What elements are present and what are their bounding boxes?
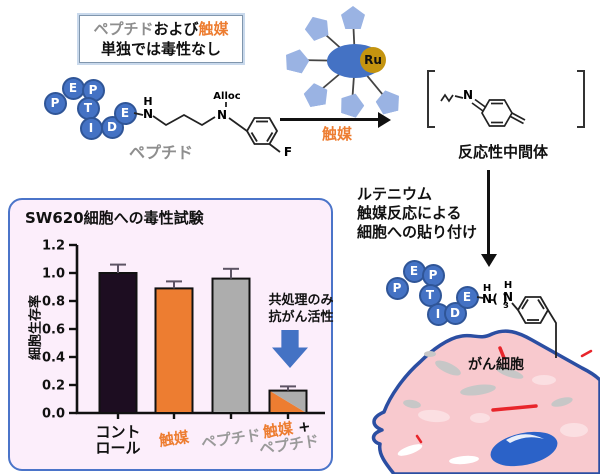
- atom-h: H: [483, 283, 491, 294]
- peptide-bead-e: E: [402, 259, 426, 283]
- y-tick-label: 0.4: [42, 351, 65, 366]
- atom-n: N: [217, 108, 227, 122]
- peptide-bead-e: E: [61, 76, 85, 100]
- note-line1: ペプチドおよび触媒: [93, 19, 228, 39]
- note-catalyst-word: 触媒: [198, 20, 229, 38]
- peptide-bead-e: E: [455, 285, 479, 309]
- peptide-probe-structure: H N Alloc N F: [133, 91, 292, 159]
- bar-split-gray: [269, 390, 307, 413]
- peptide-bead-e: E: [113, 101, 137, 125]
- note-line2: 単独では毒性なし: [100, 40, 221, 58]
- attach-line-2: 触媒反応による: [357, 204, 462, 222]
- x-category-label: コントロール: [95, 423, 141, 457]
- atom-n: N: [463, 88, 473, 102]
- peptide-bead-i: I: [79, 116, 103, 140]
- atom-f: F: [284, 145, 292, 159]
- ru-label: Ru: [364, 53, 382, 67]
- intermediate-caption: 反応性中間体: [457, 143, 548, 161]
- annotation-line-2: 抗がん活性: [268, 310, 334, 325]
- reaction-arrow-head-icon: [378, 112, 391, 128]
- bar-chart: 0.0 0.2 0.4 0.6 0.8 1.0 1.2: [42, 239, 325, 422]
- atom-n: N: [482, 292, 492, 306]
- note-and-word: および: [153, 20, 199, 38]
- y-tick-label: 0.8: [42, 295, 65, 310]
- note-peptide-word: ペプチド: [93, 20, 154, 38]
- y-tick-label: 0.6: [42, 323, 65, 338]
- peptide-bead-p: P: [43, 91, 67, 115]
- ligand-pentagon-icon: [341, 6, 365, 29]
- cell-linker-structure: H N ( ) 3 H N: [476, 280, 557, 358]
- peptide-bead-t: T: [76, 96, 100, 120]
- peptide-bead-p: P: [421, 263, 445, 287]
- y-tick-label: 0.2: [42, 379, 65, 394]
- peptide-bead-p: P: [385, 276, 409, 300]
- chart-title: SW620細胞への毒性試験: [25, 209, 204, 227]
- atom-h: H: [143, 95, 152, 108]
- reaction-arrow: [280, 118, 380, 121]
- cytoplasm-texture: [403, 351, 573, 409]
- y-tick-label: 0.0: [42, 407, 65, 422]
- down-arrow: [487, 170, 490, 254]
- atom-h: H: [504, 280, 512, 291]
- y-tick-label: 1.0: [42, 267, 65, 282]
- no-toxicity-note-box: ペプチドおよび触媒 単独では毒性なし: [77, 13, 245, 65]
- attachment-description: ルテニウム 触媒反応による 細胞への貼り付け: [357, 185, 477, 242]
- bar: [98, 272, 138, 414]
- atom-n: N: [143, 107, 153, 121]
- propyl-parens: ( ): [492, 292, 507, 306]
- peptide-caption: ペプチド: [128, 143, 193, 162]
- chart-annotation: 共処理のみ 抗がん活性: [258, 292, 344, 326]
- down-arrow-head-icon: [481, 254, 497, 267]
- propyl-subscript: 3: [503, 301, 509, 310]
- attach-line-1: ルテニウム: [357, 185, 433, 203]
- catalyst-caption: 触媒: [321, 125, 352, 143]
- reactive-intermediate-structure: N: [427, 70, 585, 128]
- cancer-cell-caption: がん細胞: [468, 357, 524, 373]
- bar: [211, 277, 251, 414]
- y-tick-label: 1.2: [42, 239, 65, 254]
- attach-line-3: 細胞への貼り付け: [357, 223, 478, 241]
- bar: [154, 287, 194, 414]
- cancer-cell-illustration: [371, 329, 600, 474]
- alloc-group: Alloc: [213, 91, 240, 102]
- annotation-line-1: 共処理のみ: [268, 293, 334, 308]
- atom-n: N: [503, 290, 513, 304]
